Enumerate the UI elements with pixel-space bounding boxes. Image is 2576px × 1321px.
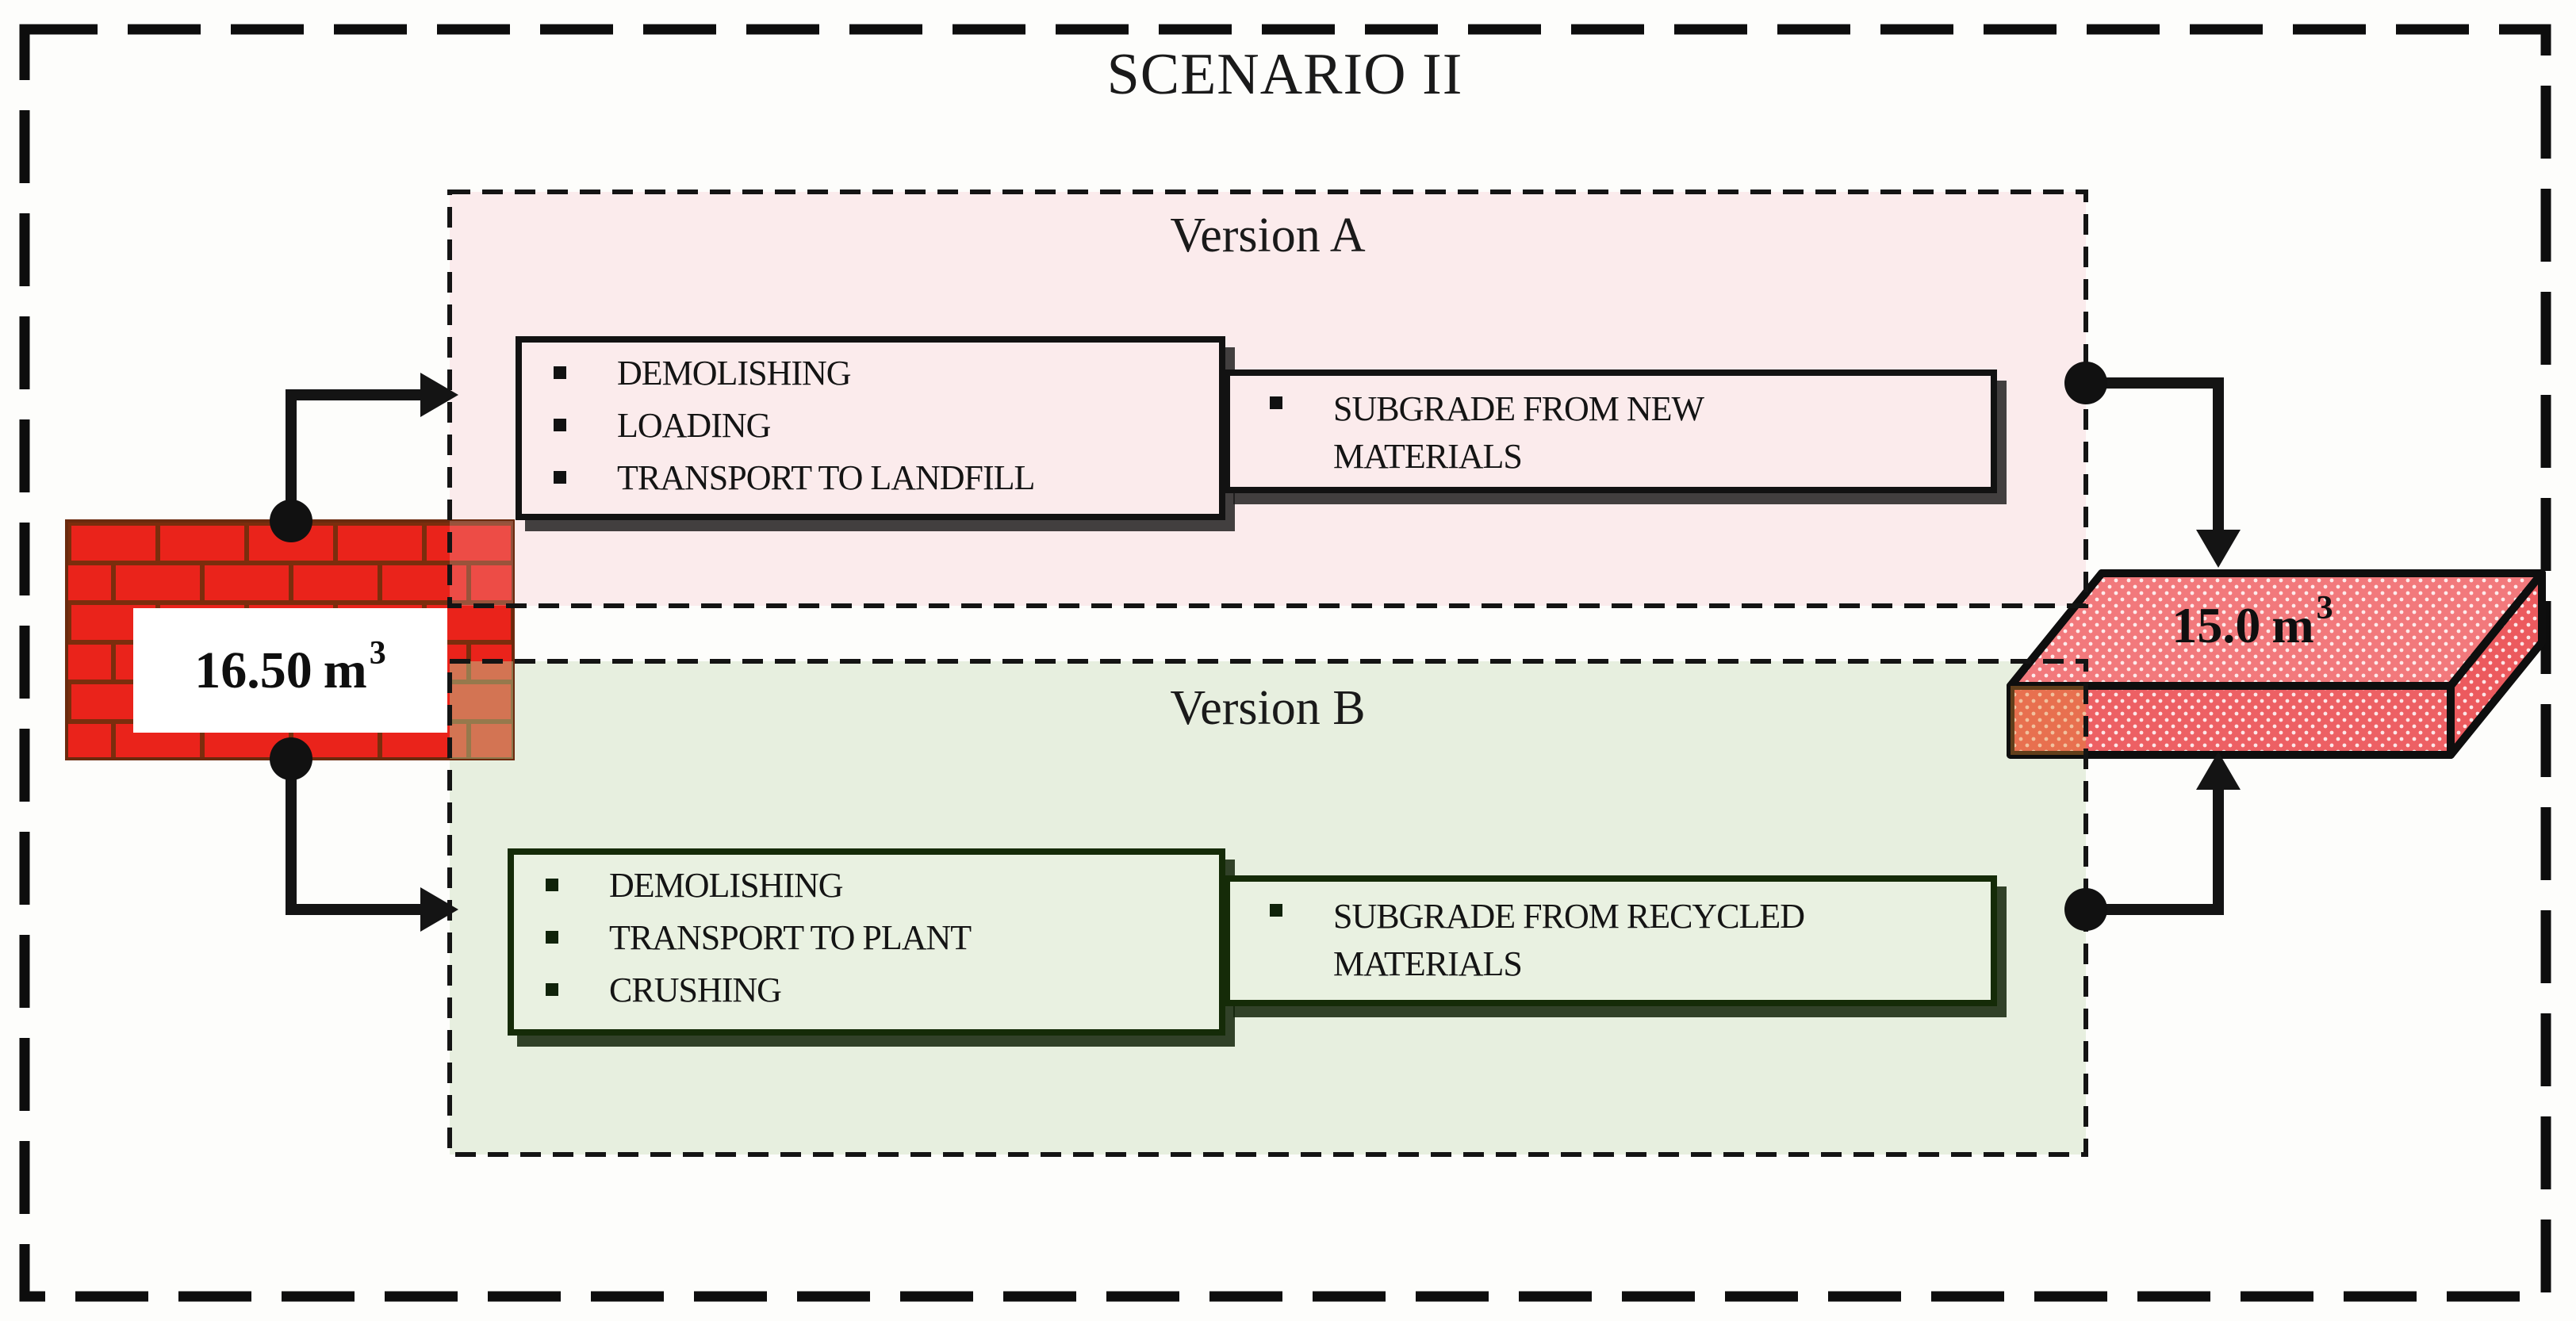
process-step: TRANSPORT TO LANDFILL — [617, 458, 1035, 498]
bullet-square-icon — [546, 879, 558, 891]
list-item: SUBGRADE FROM RECYCLED MATERIALS — [1265, 893, 1983, 988]
process-step: TRANSPORT TO PLANT — [609, 918, 972, 958]
version-a-result-box: SUBGRADE FROM NEW MATERIALS — [1224, 369, 1997, 493]
version-a-process-box: DEMOLISHING LOADING TRANSPORT TO LANDFIL… — [516, 336, 1225, 520]
scenario-boundary — [19, 24, 2551, 1302]
volume-number: 15.0 — [2172, 597, 2261, 653]
volume-unit: m — [323, 641, 367, 699]
bullet-square-icon — [546, 983, 558, 997]
connector-dots — [270, 362, 2107, 931]
arrow-version-b-to-slab — [2086, 787, 2224, 915]
list-item: DEMOLISHING — [541, 867, 1211, 904]
flow-arrows — [286, 377, 2224, 915]
bullet-square-icon — [554, 366, 566, 379]
version-b-process-box: DEMOLISHING TRANSPORT TO PLANT CRUSHING — [508, 848, 1225, 1036]
process-step: LOADING — [617, 406, 771, 446]
scenario-title: SCENARIO II — [1106, 42, 1463, 107]
arrow-version-a-to-slab — [2086, 377, 2224, 533]
volume-exponent: 3 — [2316, 590, 2333, 626]
result-text: SUBGRADE FROM RECYCLED MATERIALS — [1333, 897, 1805, 983]
list-item: LOADING — [549, 406, 1211, 446]
wall-volume-plate — [133, 608, 447, 733]
volume-unit: m — [2271, 597, 2314, 653]
subgrade-slab-icon — [2007, 569, 2546, 759]
list-item: SUBGRADE FROM NEW MATERIALS — [1265, 385, 1983, 481]
process-step: DEMOLISHING — [609, 866, 844, 905]
version-b-title: Version B — [1170, 681, 1366, 735]
bullet-square-icon — [554, 419, 566, 432]
list-item: TRANSPORT TO PLANT — [541, 918, 1211, 958]
volume-number: 16.50 — [194, 641, 312, 699]
list-item: DEMOLISHING — [549, 354, 1211, 392]
arrow-wall-to-version-a — [286, 389, 424, 521]
version-a-title: Version A — [1170, 209, 1366, 262]
process-step: CRUSHING — [609, 971, 782, 1010]
bullet-square-icon — [1270, 396, 1282, 409]
volume-exponent: 3 — [369, 634, 386, 672]
bullet-square-icon — [546, 931, 558, 944]
list-item: TRANSPORT TO LANDFILL — [549, 460, 1211, 496]
version-b-result-box: SUBGRADE FROM RECYCLED MATERIALS — [1224, 875, 1997, 1006]
result-text: SUBGRADE FROM NEW MATERIALS — [1333, 389, 1704, 476]
list-item: CRUSHING — [541, 972, 1211, 1009]
arrow-wall-to-version-b — [286, 759, 424, 915]
bullet-square-icon — [554, 471, 566, 484]
bullet-square-icon — [1270, 904, 1282, 917]
version-a-panel-border — [447, 190, 2088, 608]
process-step: DEMOLISHING — [617, 354, 852, 392]
arrow-heads — [420, 373, 2241, 932]
